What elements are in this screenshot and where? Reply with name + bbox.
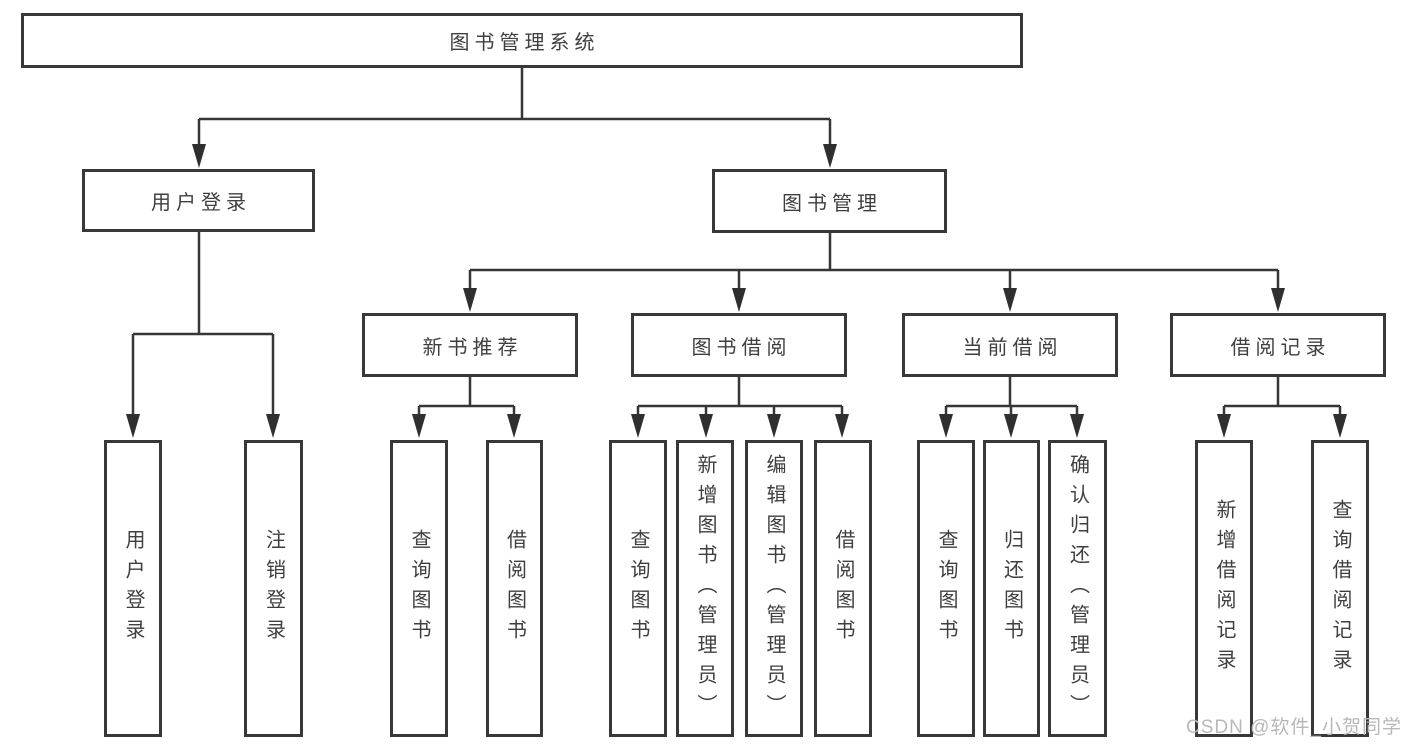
arrowheads [126, 144, 1347, 438]
arrowhead [126, 414, 140, 438]
arrowhead [1217, 414, 1231, 438]
leaf-logout: 注销登录 [244, 440, 303, 737]
node-current-borrow: 当前借阅 [902, 313, 1118, 377]
leaf-current-return: 归还图书 [983, 440, 1040, 737]
leaf-records-query: 查询借阅记录 [1311, 440, 1369, 737]
node-root-system: 图书管理系统 [21, 13, 1023, 68]
connector-currentborrow-leaves [944, 377, 1079, 420]
arrowhead [631, 414, 645, 438]
leaf-current-confirm-admin-label: 确认归还（管理员） [1066, 453, 1089, 724]
leaf-current-query: 查询图书 [917, 440, 975, 737]
leaf-user-login-label: 用户登录 [122, 528, 144, 649]
node-borrow-records-label: 借阅记录 [1230, 336, 1331, 359]
arrowhead [1333, 414, 1347, 438]
arrowhead [823, 144, 837, 168]
leaf-borrowing-edit-admin: 编辑图书（管理员） [745, 440, 803, 737]
arrowhead [732, 288, 746, 312]
leaf-borrowing-add-admin-label: 新增图书（管理员） [694, 453, 716, 724]
node-book-borrow: 图书借阅 [631, 313, 847, 377]
arrowhead [699, 414, 713, 438]
arrowhead [1271, 288, 1285, 312]
leaf-borrowing-borrow-label: 借阅图书 [832, 528, 854, 649]
node-new-book-recommend: 新书推荐 [362, 313, 578, 377]
arrowhead [1070, 414, 1084, 438]
leaf-current-query-label: 查询图书 [935, 528, 957, 649]
arrowhead [767, 414, 781, 438]
leaf-borrowing-query-label: 查询图书 [627, 528, 649, 649]
arrowhead [266, 414, 280, 438]
leaf-records-add-label: 新增借阅记录 [1213, 498, 1235, 679]
node-root-system-label: 图书管理系统 [449, 32, 600, 54]
arrowhead [192, 144, 206, 168]
arrowhead [939, 414, 953, 438]
node-borrow-records: 借阅记录 [1170, 313, 1386, 377]
arrowhead [1004, 414, 1018, 438]
connector-bookmgmt-level3 [468, 233, 1280, 294]
leaf-records-query-label: 查询借阅记录 [1329, 498, 1351, 679]
node-user-login: 用户登录 [82, 169, 315, 232]
leaf-current-confirm-admin: 确认归还（管理员） [1048, 440, 1107, 737]
connector-records-leaves [1222, 377, 1342, 420]
arrowhead [463, 288, 477, 312]
leaf-user-login: 用户登录 [104, 440, 162, 737]
arrowhead [507, 414, 521, 438]
arrowhead [835, 414, 849, 438]
node-user-login-label: 用户登录 [151, 192, 251, 214]
connector-lines [131, 68, 1342, 420]
node-current-borrow-label: 当前借阅 [962, 336, 1063, 359]
leaf-newbooks-borrow-label: 借阅图书 [503, 528, 526, 649]
node-book-borrow-label: 图书借阅 [691, 336, 792, 359]
leaf-borrowing-query: 查询图书 [609, 440, 667, 737]
node-new-book-recommend-label: 新书推荐 [422, 336, 523, 359]
leaf-records-add: 新增借阅记录 [1195, 440, 1253, 737]
arrowhead [412, 414, 426, 438]
leaf-borrowing-borrow: 借阅图书 [814, 440, 872, 737]
arrowhead [1003, 288, 1017, 312]
connector-root-level2 [197, 68, 832, 150]
leaf-logout-label: 注销登录 [262, 528, 285, 649]
node-book-management: 图书管理 [712, 169, 947, 233]
leaf-current-return-label: 归还图书 [1000, 528, 1023, 649]
csdn-watermark: CSDN @软件_小贺同学 [1186, 717, 1402, 738]
node-book-management-label: 图书管理 [782, 192, 882, 215]
leaf-newbooks-borrow: 借阅图书 [486, 440, 543, 737]
leaf-borrowing-add-admin: 新增图书（管理员） [676, 440, 734, 737]
connector-bookborrow-leaves [636, 377, 844, 420]
connector-userlogin-leaves [131, 232, 275, 420]
leaf-newbooks-query-label: 查询图书 [408, 528, 430, 649]
leaf-newbooks-query: 查询图书 [390, 440, 448, 737]
leaf-borrowing-edit-admin-label: 编辑图书（管理员） [763, 453, 785, 724]
connector-newbooks-leaves [417, 377, 516, 420]
